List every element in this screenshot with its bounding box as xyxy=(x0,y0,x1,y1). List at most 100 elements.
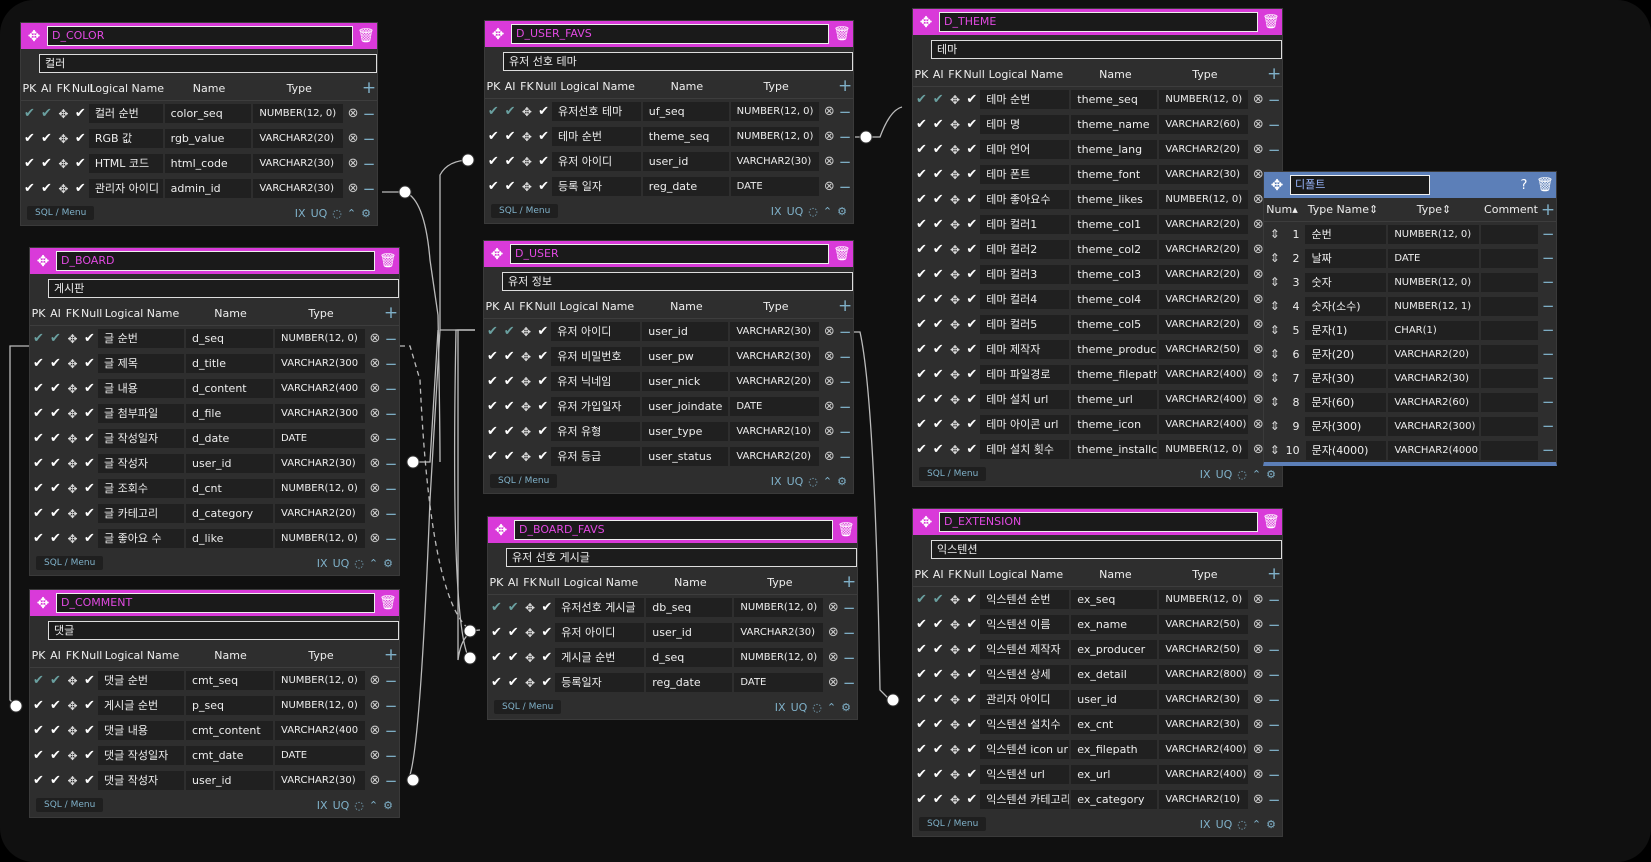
clear-type-icon[interactable]: ⊗ xyxy=(369,406,381,421)
remove-column-icon[interactable]: − xyxy=(838,347,852,366)
null-check-icon[interactable]: ✔ xyxy=(966,717,978,732)
clear-type-icon[interactable]: ⊗ xyxy=(369,773,381,788)
ai-check-icon[interactable]: ✔ xyxy=(932,767,944,782)
collapse-icon[interactable]: ⌃ xyxy=(346,206,357,220)
type-name-field[interactable]: 숫자(소수) xyxy=(1305,296,1387,316)
name-field[interactable]: reg_date xyxy=(642,177,729,196)
pk-check-icon[interactable]: ✔ xyxy=(33,773,44,788)
name-field[interactable]: d_category xyxy=(186,504,273,523)
pk-check-icon[interactable]: ✔ xyxy=(486,399,498,414)
fk-move-icon[interactable]: ✥ xyxy=(521,374,532,389)
ai-check-icon[interactable]: ✔ xyxy=(932,442,944,457)
table-comment-input[interactable]: 댓글 xyxy=(48,621,399,640)
pk-check-icon[interactable]: ✔ xyxy=(915,167,927,182)
pk-check-icon[interactable]: ✔ xyxy=(487,179,499,194)
logical-name-field[interactable]: 댓글 순번 xyxy=(98,671,184,690)
logical-name-field[interactable]: 테마 폰트 xyxy=(980,165,1070,184)
remove-column-icon[interactable]: − xyxy=(838,422,852,441)
name-field[interactable]: rgb_value xyxy=(164,129,252,148)
ix-button[interactable]: IX xyxy=(316,798,328,812)
null-check-icon[interactable]: ✔ xyxy=(966,217,978,232)
clear-type-icon[interactable]: ⊗ xyxy=(1252,592,1264,607)
ai-check-icon[interactable]: ✔ xyxy=(932,742,944,757)
name-field[interactable]: d_date xyxy=(186,429,273,448)
fk-move-icon[interactable]: ✥ xyxy=(58,131,69,146)
ai-check-icon[interactable]: ✔ xyxy=(503,374,515,389)
sql-menu-button[interactable]: SQL / Menu xyxy=(36,798,104,812)
logical-name-field[interactable]: 글 순번 xyxy=(98,329,184,348)
pk-check-icon[interactable]: ✔ xyxy=(490,675,502,690)
remove-column-icon[interactable]: − xyxy=(1267,115,1281,134)
null-check-icon[interactable]: ✔ xyxy=(84,673,95,688)
fk-move-icon[interactable]: ✥ xyxy=(67,331,78,346)
pk-check-icon[interactable]: ✔ xyxy=(915,367,927,382)
ai-check-icon[interactable]: ✔ xyxy=(932,642,944,657)
table-name-input[interactable]: D_COMMENT xyxy=(56,593,375,613)
header-type[interactable]: Type⇕ xyxy=(1416,203,1452,216)
comment-field[interactable] xyxy=(1481,296,1539,316)
logical-name-field[interactable]: HTML 코드 xyxy=(88,154,163,173)
logical-name-field[interactable]: 유저선호 게시글 xyxy=(555,598,645,617)
null-check-icon[interactable]: ✔ xyxy=(537,349,549,364)
logical-name-field[interactable]: 등록 일자 xyxy=(552,177,641,196)
fk-move-icon[interactable]: ✥ xyxy=(525,600,536,615)
logical-name-field[interactable]: 유저 아이디 xyxy=(552,152,641,171)
logical-name-field[interactable]: 익스텐션 카테고리 xyxy=(980,790,1070,809)
logical-name-field[interactable]: 댓글 내용 xyxy=(98,721,184,740)
remove-column-icon[interactable]: − xyxy=(1267,690,1281,709)
ai-check-icon[interactable]: ✔ xyxy=(40,106,52,121)
ai-check-icon[interactable]: ✔ xyxy=(50,506,61,521)
type-field[interactable]: VARCHAR2(400) xyxy=(1159,365,1249,384)
logical-name-field[interactable]: 테마 컬러1 xyxy=(980,215,1070,234)
clear-type-icon[interactable]: ⊗ xyxy=(369,698,381,713)
ix-button[interactable]: IX xyxy=(770,474,782,488)
remove-column-icon[interactable]: − xyxy=(1267,790,1281,809)
add-column-icon[interactable]: + xyxy=(383,303,399,323)
clear-type-icon[interactable]: ⊗ xyxy=(1252,242,1264,257)
clear-type-icon[interactable]: ⊗ xyxy=(347,181,359,196)
uq-button[interactable]: UQ xyxy=(1215,467,1233,481)
pk-check-icon[interactable]: ✔ xyxy=(487,104,499,119)
clear-type-icon[interactable]: ⊗ xyxy=(823,154,835,169)
remove-column-icon[interactable]: − xyxy=(384,479,398,498)
clear-type-icon[interactable]: ⊗ xyxy=(1252,267,1264,282)
null-check-icon[interactable]: ✔ xyxy=(84,431,95,446)
name-field[interactable]: theme_filepath xyxy=(1071,365,1158,384)
remove-type-icon[interactable]: − xyxy=(1541,393,1555,411)
name-field[interactable]: db_seq xyxy=(646,598,733,617)
remove-column-icon[interactable]: − xyxy=(362,179,376,198)
gear-icon[interactable]: ⚙ xyxy=(837,474,847,488)
name-field[interactable]: user_id xyxy=(186,771,273,790)
table-comment-input[interactable]: 게시판 xyxy=(48,279,399,298)
null-check-icon[interactable]: ✔ xyxy=(966,617,978,632)
name-field[interactable]: d_content xyxy=(186,379,273,398)
name-field[interactable]: ex_cnt xyxy=(1071,715,1158,734)
null-check-icon[interactable]: ✔ xyxy=(537,449,549,464)
remove-column-icon[interactable]: − xyxy=(838,372,852,391)
fk-move-icon[interactable]: ✥ xyxy=(521,349,532,364)
trash-icon[interactable]: 🗑 xyxy=(837,522,855,538)
logical-name-field[interactable]: 테마 설치 횟수 xyxy=(980,440,1070,459)
clear-type-icon[interactable]: ⊗ xyxy=(823,324,835,339)
table-name-input[interactable]: D_COLOR xyxy=(47,26,353,46)
pk-check-icon[interactable]: ✔ xyxy=(486,324,498,339)
null-check-icon[interactable]: ✔ xyxy=(538,104,550,119)
null-check-icon[interactable]: ✔ xyxy=(84,356,95,371)
type-field[interactable]: NUMBER(12, 0) xyxy=(730,102,820,121)
pk-check-icon[interactable]: ✔ xyxy=(487,129,499,144)
sql-menu-button[interactable]: SQL / Menu xyxy=(490,474,558,488)
clear-type-icon[interactable]: ⊗ xyxy=(823,449,835,464)
table-name-input[interactable]: D_THEME xyxy=(939,12,1258,32)
uq-button[interactable]: UQ xyxy=(786,204,804,218)
remove-column-icon[interactable]: − xyxy=(384,429,398,448)
logical-name-field[interactable]: 테마 컬러2 xyxy=(980,240,1070,259)
type-field[interactable]: VARCHAR2(400 xyxy=(275,721,365,740)
pk-check-icon[interactable]: ✔ xyxy=(33,356,44,371)
remove-type-icon[interactable]: − xyxy=(1541,417,1555,435)
fk-move-icon[interactable]: ✥ xyxy=(950,217,961,232)
clear-type-icon[interactable]: ⊗ xyxy=(1252,617,1264,632)
null-check-icon[interactable]: ✔ xyxy=(966,392,978,407)
pk-check-icon[interactable]: ✔ xyxy=(915,242,927,257)
remove-column-icon[interactable]: − xyxy=(384,454,398,473)
clear-type-icon[interactable]: ⊗ xyxy=(1252,92,1264,107)
